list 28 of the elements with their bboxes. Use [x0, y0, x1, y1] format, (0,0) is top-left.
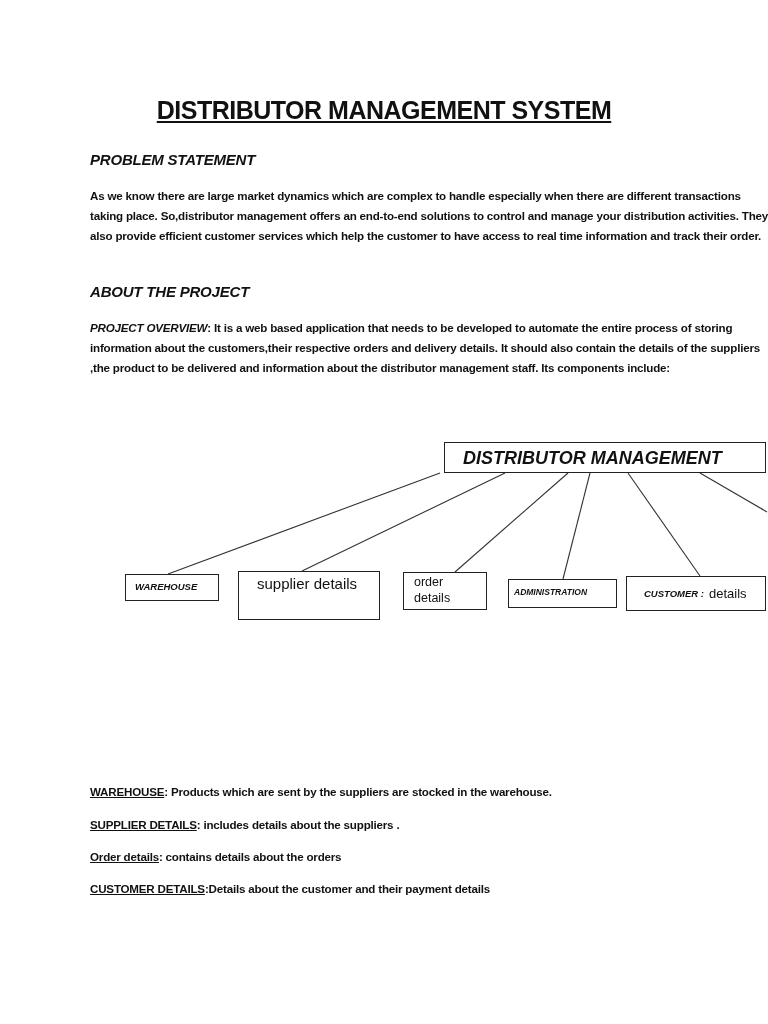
- connector-line: [562, 472, 591, 580]
- box-label: order details: [414, 575, 452, 607]
- box-label: details: [709, 586, 747, 603]
- box-label: CUSTOMER :: [644, 588, 704, 600]
- component-box: [238, 571, 380, 620]
- component-box: [508, 579, 617, 608]
- paragraph: PROJECT OVERVIEW: It is a web based application that needs to be developed to automate the entire process of storing information about the customers,their respective orders and delivery details. It should also contain the details of the suppliers ,the product to be delivered and information about the distributor management staff. Its components include:: [90, 320, 761, 376]
- connector-line: [167, 472, 441, 575]
- definition-text: CUSTOMER DETAILS:Details about the customer and their payment details: [90, 881, 491, 897]
- box-label: supplier details: [257, 575, 358, 594]
- connector-line: [301, 472, 506, 572]
- connector-line: [699, 472, 768, 513]
- definition-text: Order details: contains details about the orders: [90, 849, 343, 865]
- box-label: WAREHOUSE: [135, 581, 198, 593]
- box-label: DISTRIBUTOR MANAGEMENT: [463, 447, 722, 470]
- system-box: [444, 442, 766, 473]
- component-box: [626, 576, 766, 611]
- definition-text: SUPPLIER DETAILS: includes details about the suppliers .: [90, 817, 401, 833]
- section-heading: PROBLEM STATEMENT: [90, 150, 258, 170]
- paragraph: As we know there are large market dynamics which are complex to handle especially when there are different transactions taking place. So,distributor management offers an end-to-end solutions to control and manage your distribution activities. They also provide efficient customer services which help the customer to have access to real time information and track their order.: [90, 188, 768, 244]
- definition-text: WAREHOUSE: Products which are sent by the suppliers are stocked in the warehouse.: [90, 784, 553, 800]
- diagram-title: DISTRIBUTOR MANAGEMENT SYSTEM: [155, 96, 613, 125]
- connector-line: [627, 472, 701, 577]
- component-box: [403, 572, 487, 610]
- box-label: ADMINISTRATION: [514, 587, 588, 598]
- connector-line: [454, 472, 569, 573]
- section-heading: ABOUT THE PROJECT: [90, 282, 252, 302]
- component-box: [125, 574, 219, 601]
